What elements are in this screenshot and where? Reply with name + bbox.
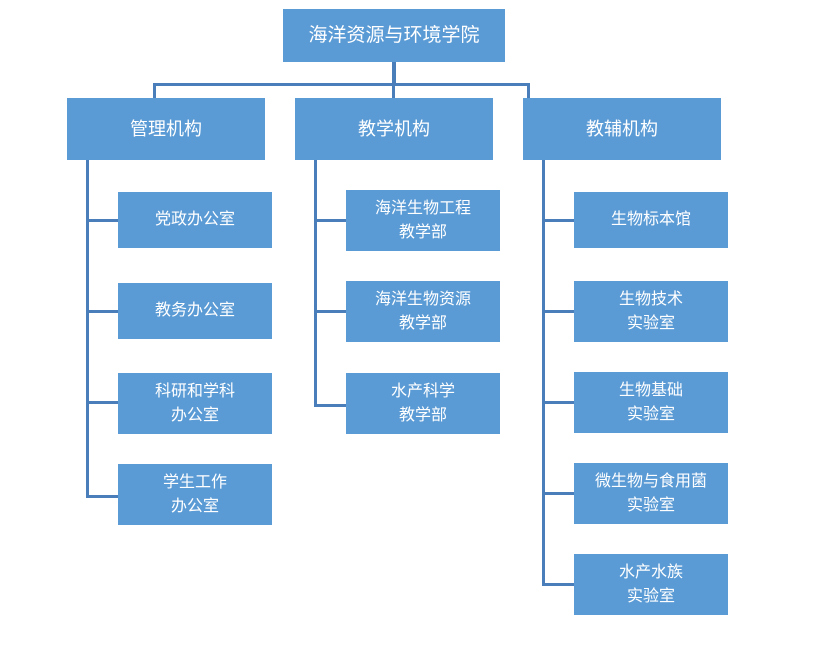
- node-root[interactable]: 海洋资源与环境学院: [283, 9, 505, 62]
- node-branch-3-child-5[interactable]: 水产水族 实验室: [574, 554, 728, 615]
- connector-branch-1-child-2: [86, 310, 118, 313]
- node-branch-3-child-3[interactable]: 生物基础 实验室: [574, 372, 728, 433]
- node-branch-1[interactable]: 管理机构: [67, 98, 265, 160]
- node-branch-2-child-1[interactable]: 海洋生物工程 教学部: [346, 190, 500, 251]
- node-branch-1-child-4[interactable]: 学生工作 办公室: [118, 464, 272, 525]
- connector-branch-1-child-1: [86, 219, 118, 222]
- node-branch-3-child-1[interactable]: 生物标本馆: [574, 192, 728, 248]
- node-branch-1-child-2[interactable]: 教务办公室: [118, 283, 272, 339]
- connector-branch-1-child-4: [86, 495, 118, 498]
- node-branch-2-child-3[interactable]: 水产科学 教学部: [346, 373, 500, 434]
- connector-branch-2-spine: [314, 160, 317, 407]
- connector-branch-3-child-4: [542, 492, 574, 495]
- connector-branch-2-child-2: [314, 310, 346, 313]
- node-branch-3[interactable]: 教辅机构: [523, 98, 721, 160]
- connector-branch-3-child-5: [542, 583, 574, 586]
- connector-branch-1-child-3: [86, 401, 118, 404]
- connector-branch-3-child-3: [542, 401, 574, 404]
- node-branch-1-child-1[interactable]: 党政办公室: [118, 192, 272, 248]
- connector-branch-3-drop: [527, 83, 530, 100]
- connector-branch-3-spine: [542, 160, 545, 586]
- connector-branch-3-child-1: [542, 219, 574, 222]
- node-branch-3-child-2[interactable]: 生物技术 实验室: [574, 281, 728, 342]
- connector-root-bus: [153, 83, 530, 86]
- connector-branch-1-spine: [86, 160, 89, 498]
- connector-branch-2-child-3: [314, 404, 346, 407]
- connector-branch-3-child-2: [542, 310, 574, 313]
- connector-root-stem: [392, 62, 396, 83]
- node-branch-3-child-4[interactable]: 微生物与食用菌 实验室: [574, 463, 728, 524]
- connector-branch-2-child-1: [314, 219, 346, 222]
- node-branch-2-child-2[interactable]: 海洋生物资源 教学部: [346, 281, 500, 342]
- connector-branch-1-drop: [153, 83, 156, 100]
- node-branch-2[interactable]: 教学机构: [295, 98, 493, 160]
- connector-branch-2-drop: [392, 83, 395, 100]
- node-branch-1-child-3[interactable]: 科研和学科 办公室: [118, 373, 272, 434]
